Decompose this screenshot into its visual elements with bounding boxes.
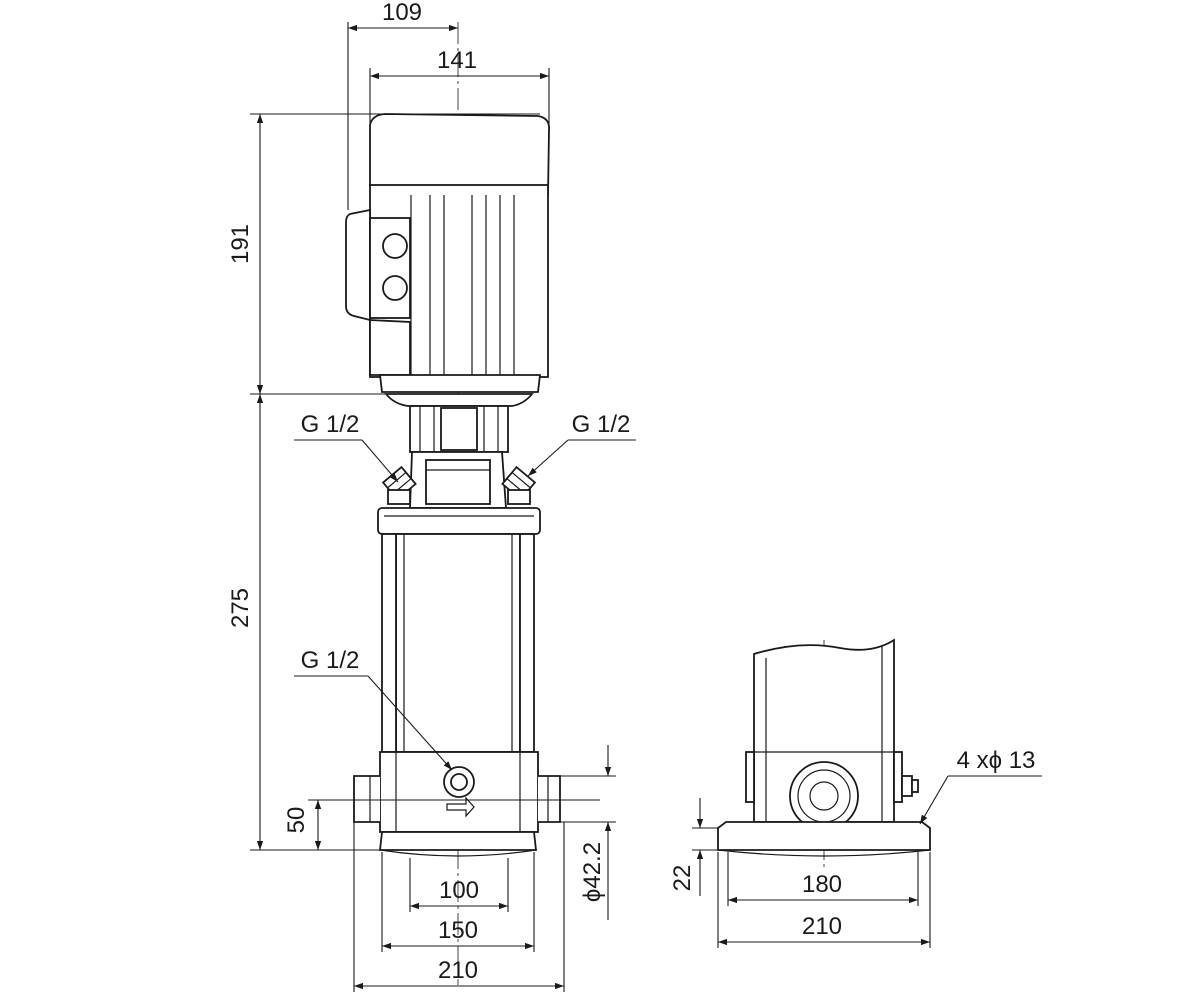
dim-141-label: 141 [437, 47, 477, 74]
callout-g-drain: G 1/2 [301, 647, 360, 674]
cable-gland-upper-icon [382, 233, 408, 259]
front-extension-lines [250, 22, 616, 992]
tie-bolt-left [381, 533, 397, 753]
dim-100-label: 100 [439, 877, 479, 904]
dim-275-label: 275 [227, 588, 254, 628]
callout-holes: 4 xϕ 13 [957, 747, 1036, 774]
front-dimension-lines [256, 24, 612, 990]
dim-50-label: 50 [283, 807, 310, 834]
pump-sleeve [395, 533, 521, 753]
tie-bolt-right [519, 533, 535, 753]
motor-flange [378, 374, 542, 393]
cable-gland-lower-icon [382, 275, 408, 301]
side-plug-icon [901, 775, 919, 797]
dim-180-label: 180 [802, 871, 842, 898]
motor-cover [369, 113, 550, 196]
dim-42-label: ϕ42.2 [579, 842, 606, 902]
callout-g-left: G 1/2 [301, 411, 360, 438]
side-bolt-left [745, 751, 755, 803]
terminal-box-front [369, 217, 411, 319]
dim-109-label: 109 [382, 0, 422, 26]
front-view: 109 141 191 275 50 100 150 210 ϕ42.2 G 1… [227, 0, 636, 992]
side-base-plate [717, 821, 931, 851]
side-view: 22 180 210 4 xϕ 13 [669, 638, 1042, 948]
front-callout-leaders [294, 439, 636, 771]
side-inlet-port-icon [789, 761, 859, 831]
side-sleeve [753, 638, 895, 823]
dim-210-front-label: 210 [438, 957, 478, 984]
dim-191-label: 191 [227, 224, 254, 264]
pump-top-flange [377, 507, 541, 535]
dim-210-side-label: 210 [802, 913, 842, 940]
drain-plug-icon [443, 766, 475, 818]
side-bolt-right [893, 751, 903, 803]
outlet-port-right [538, 775, 561, 823]
dim-22-label: 22 [669, 865, 696, 892]
motor-fins [410, 195, 515, 375]
shaft-coupling [440, 407, 478, 451]
front-base-plate [378, 831, 538, 851]
dim-150-label: 150 [438, 917, 478, 944]
side-dimension-lines [696, 798, 930, 946]
inlet-port-left [353, 775, 380, 823]
callout-g-right: G 1/2 [572, 411, 631, 438]
terminal-box [345, 208, 371, 322]
